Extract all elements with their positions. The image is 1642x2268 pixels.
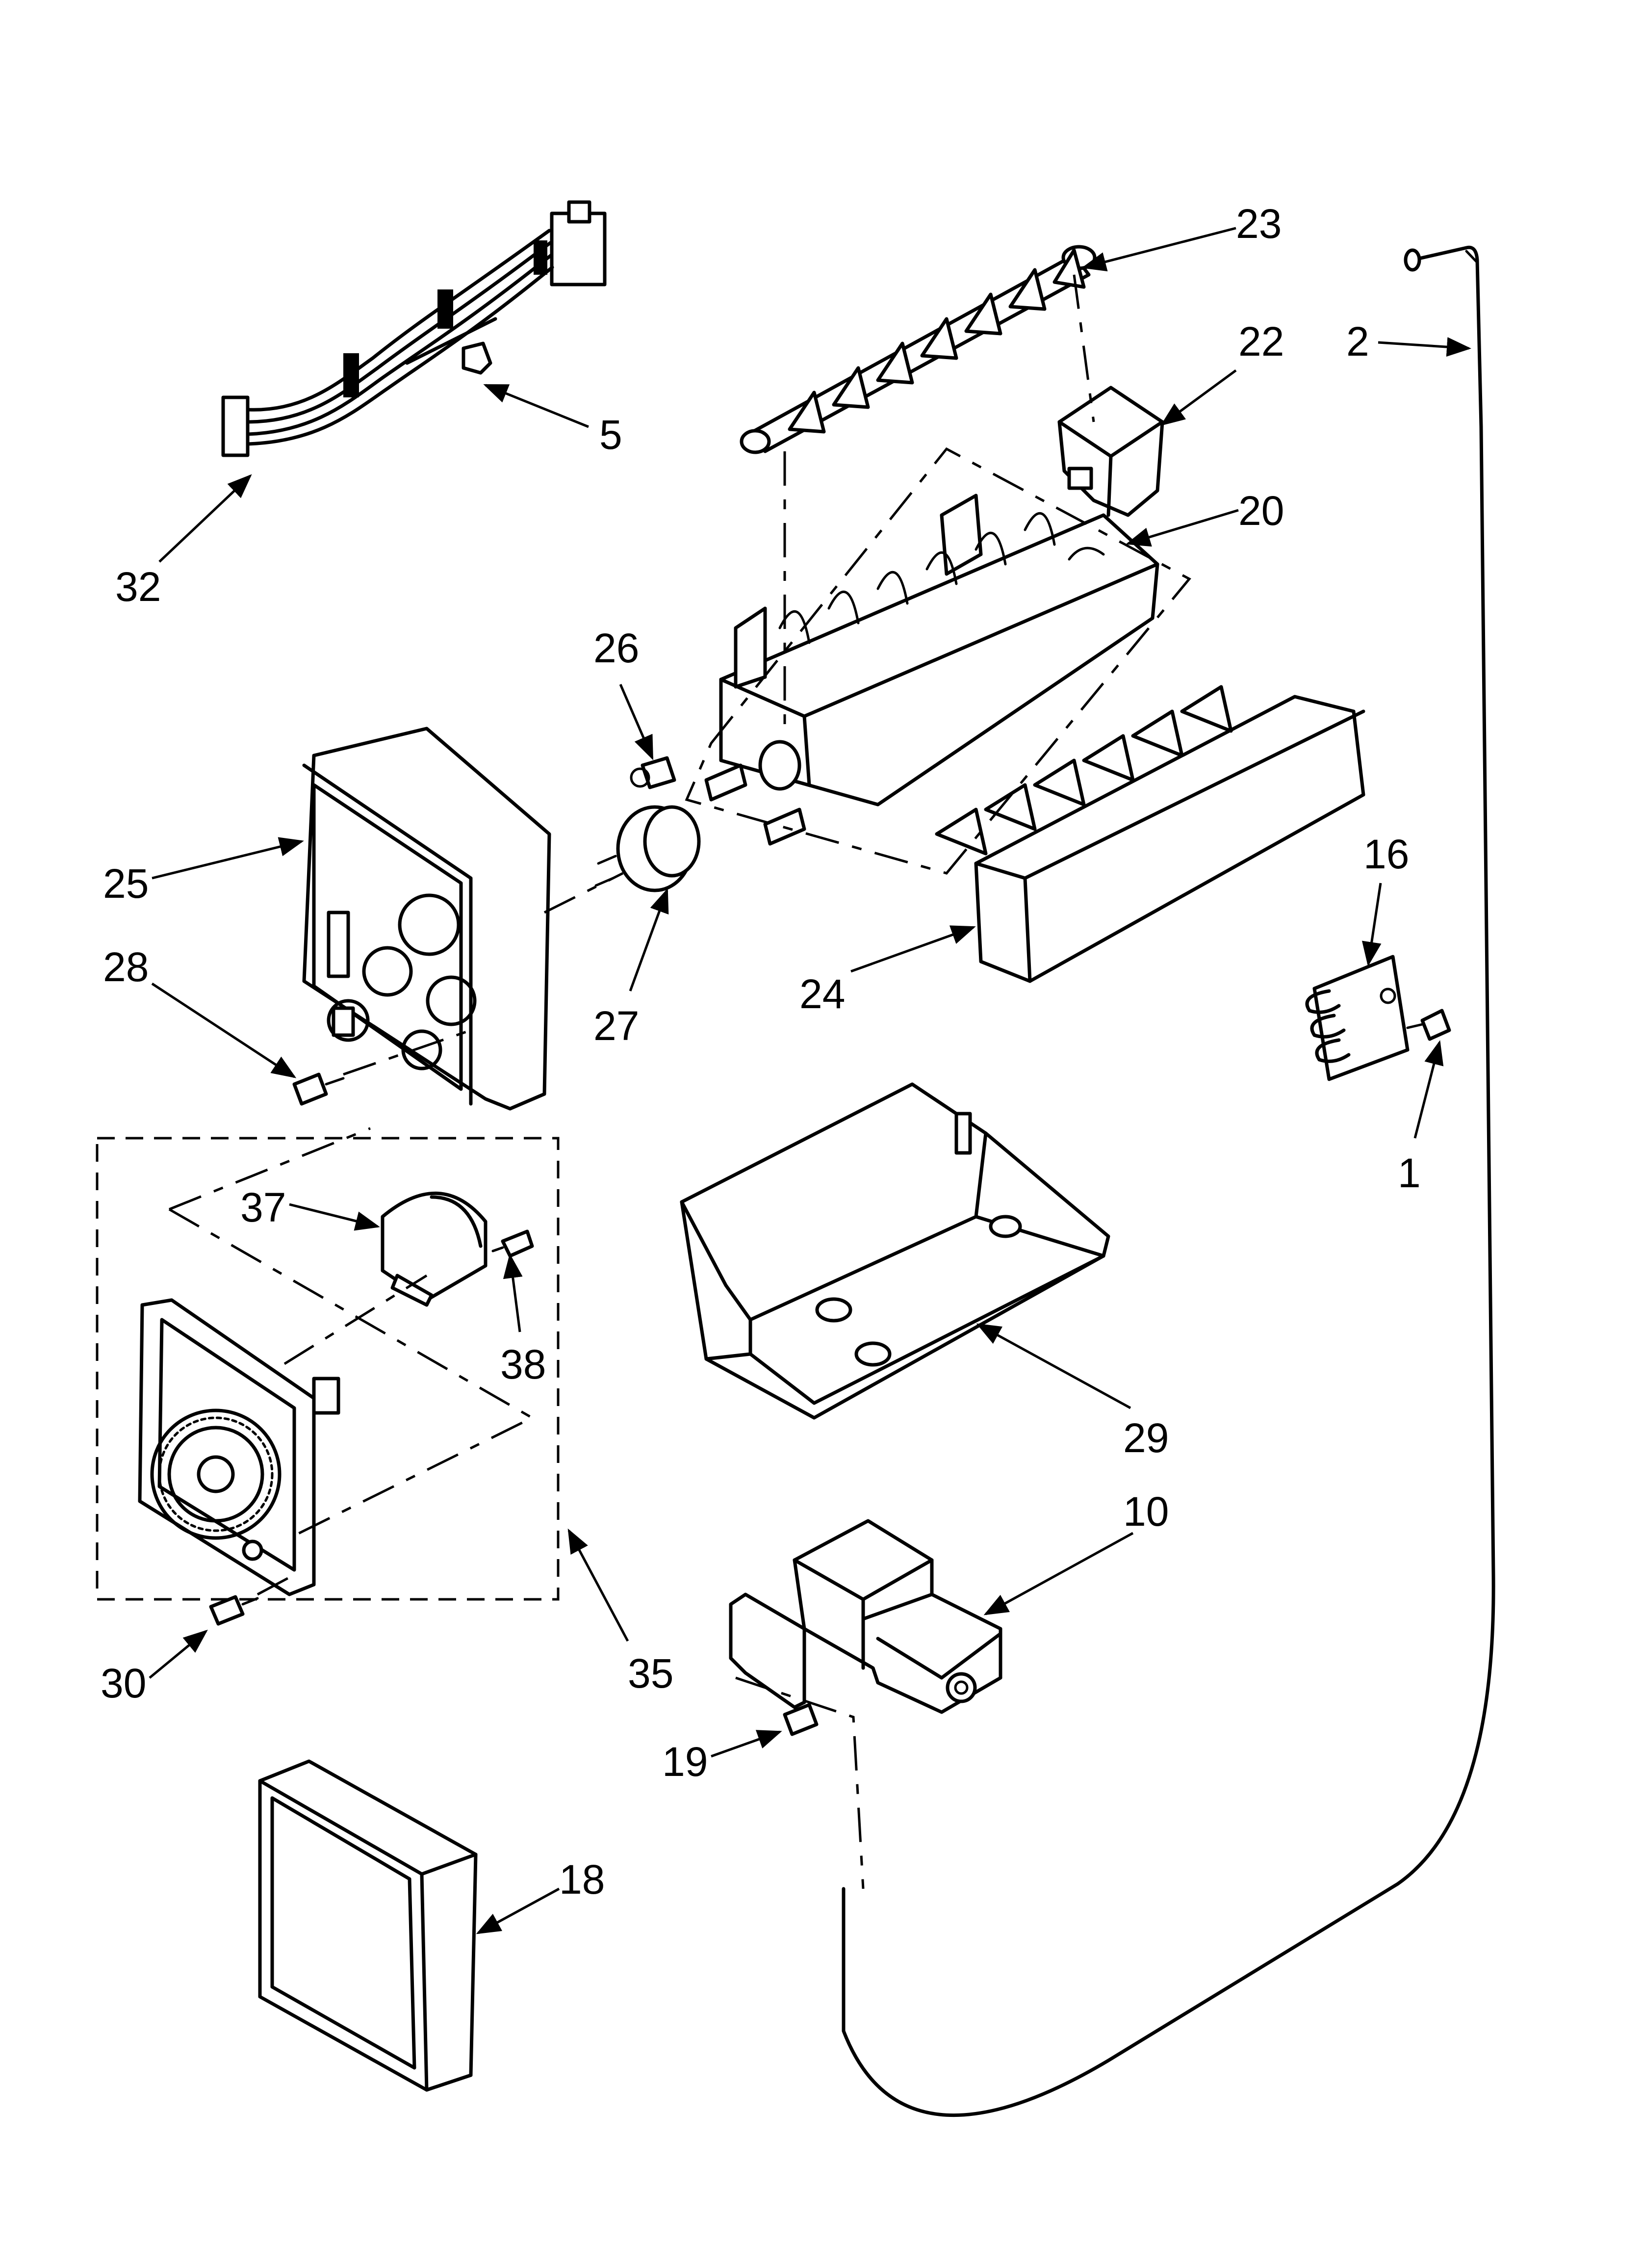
motor-part — [381, 1191, 487, 1307]
leader-27 — [629, 888, 669, 991]
assembly-line — [283, 1274, 428, 1365]
callout-25: 25 — [103, 860, 149, 907]
leader-26 — [619, 684, 654, 760]
water-valve-part — [729, 1519, 1002, 1714]
leader-28 — [151, 982, 297, 1078]
screw-30-part — [209, 1595, 259, 1626]
leader-1 — [1413, 1040, 1444, 1139]
leader-19 — [711, 1730, 782, 1758]
leader-24 — [850, 925, 976, 973]
callout-30: 30 — [101, 1660, 146, 1706]
callout-5: 5 — [599, 412, 622, 458]
assembly-line — [543, 872, 624, 914]
leader-23 — [1081, 227, 1236, 272]
leader-32 — [158, 474, 252, 563]
screw-1-part — [1406, 1009, 1451, 1041]
module-plate-part — [138, 1298, 340, 1596]
callout-23: 23 — [1236, 201, 1282, 247]
callout-18: 18 — [559, 1856, 605, 1903]
callout-2: 2 — [1346, 318, 1369, 365]
wire-harness-part — [221, 200, 607, 457]
callout-22: 22 — [1238, 318, 1284, 365]
callout-24: 24 — [799, 971, 845, 1017]
callout-32: 32 — [115, 564, 161, 610]
assembly-line — [685, 447, 1191, 875]
cover-part — [258, 1759, 478, 2092]
callout-10: 10 — [1123, 1488, 1169, 1535]
screw-38-part — [491, 1229, 534, 1258]
callout-26: 26 — [593, 625, 639, 671]
assembly-line — [257, 1573, 295, 1596]
fill-tube-part — [842, 245, 1495, 2117]
callout-27: 27 — [593, 1003, 639, 1049]
assembly-line — [168, 1208, 535, 1539]
bracket-part — [1305, 955, 1410, 1081]
leader-25 — [152, 837, 304, 880]
leader-38 — [503, 1253, 523, 1332]
assembly-35-box — [96, 1137, 560, 1601]
leader-22 — [1160, 369, 1237, 426]
fill-cup-part — [1057, 386, 1164, 517]
leader-10 — [983, 1532, 1134, 1616]
wire-clip-part — [462, 341, 492, 375]
leader-20 — [1126, 509, 1239, 547]
leader-30 — [149, 1629, 208, 1679]
thermostat-part — [594, 805, 701, 892]
assembly-line — [735, 1676, 865, 1889]
housing-part — [302, 727, 551, 1111]
screw-19-part — [783, 1703, 819, 1736]
leader-35 — [567, 1528, 629, 1642]
leader-18 — [476, 1887, 560, 1934]
leader-37 — [289, 1203, 380, 1231]
callout-20: 20 — [1238, 488, 1284, 534]
leader-5 — [483, 384, 589, 428]
callout-16: 16 — [1363, 831, 1409, 877]
callout-1: 1 — [1398, 1150, 1421, 1196]
ice-bin-part — [680, 1082, 1110, 1420]
leader-2 — [1378, 337, 1471, 357]
spring-clip-part — [630, 756, 676, 789]
callout-37: 37 — [240, 1184, 286, 1230]
screw-28-part — [292, 1072, 345, 1106]
assembly-line — [343, 1029, 471, 1076]
leader-16 — [1361, 883, 1382, 966]
assembly-line — [1073, 274, 1095, 422]
callout-28: 28 — [103, 944, 149, 990]
callout-19: 19 — [662, 1739, 708, 1785]
ejector-shaft-part — [740, 245, 1097, 454]
stripper-part — [935, 685, 1365, 983]
leader-29 — [976, 1323, 1131, 1409]
callout-38: 38 — [500, 1341, 546, 1387]
callout-35: 35 — [628, 1650, 673, 1696]
callout-29: 29 — [1123, 1415, 1169, 1461]
mold-assembly-part — [704, 494, 1159, 846]
